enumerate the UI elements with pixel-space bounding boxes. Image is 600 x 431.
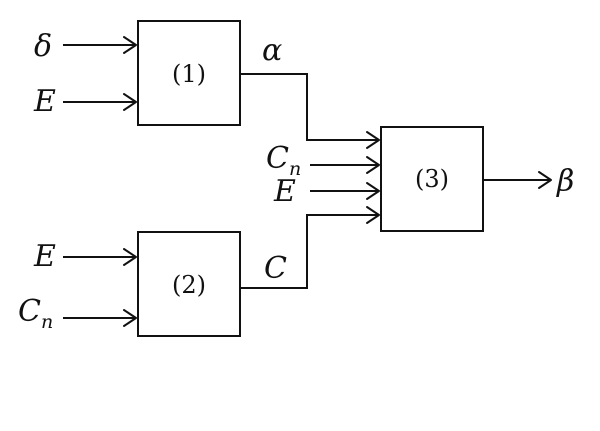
block-3-label: (3) [415, 165, 449, 193]
input-cn-block3-arrow [310, 156, 380, 174]
alpha-signal-arrow [240, 73, 380, 149]
input-e-block2-arrow [63, 248, 137, 266]
beta-label: β [556, 164, 574, 199]
input-e-block2-label: E [33, 239, 56, 274]
block-3-box [380, 126, 484, 232]
input-cn-block3-label: Cn [266, 141, 301, 180]
block-1-box [137, 20, 241, 126]
input-e-block3-label: E [273, 174, 296, 209]
input-delta-label: δ [34, 29, 52, 64]
block-2-box [137, 231, 241, 337]
input-delta-arrow [63, 36, 137, 54]
input-e-block1-label: E [33, 84, 56, 119]
c-signal-label: C [264, 251, 287, 286]
input-e-block1-arrow [63, 93, 137, 111]
block-2-label: (2) [172, 271, 206, 299]
input-cn-block2-label: Cn [18, 294, 53, 333]
c-signal-arrow [240, 206, 380, 289]
alpha-label: α [262, 33, 282, 68]
beta-output-arrow [483, 171, 552, 189]
block-1-label: (1) [172, 60, 206, 88]
input-cn-block2-arrow [63, 309, 137, 327]
input-e-block3-arrow [310, 182, 380, 200]
